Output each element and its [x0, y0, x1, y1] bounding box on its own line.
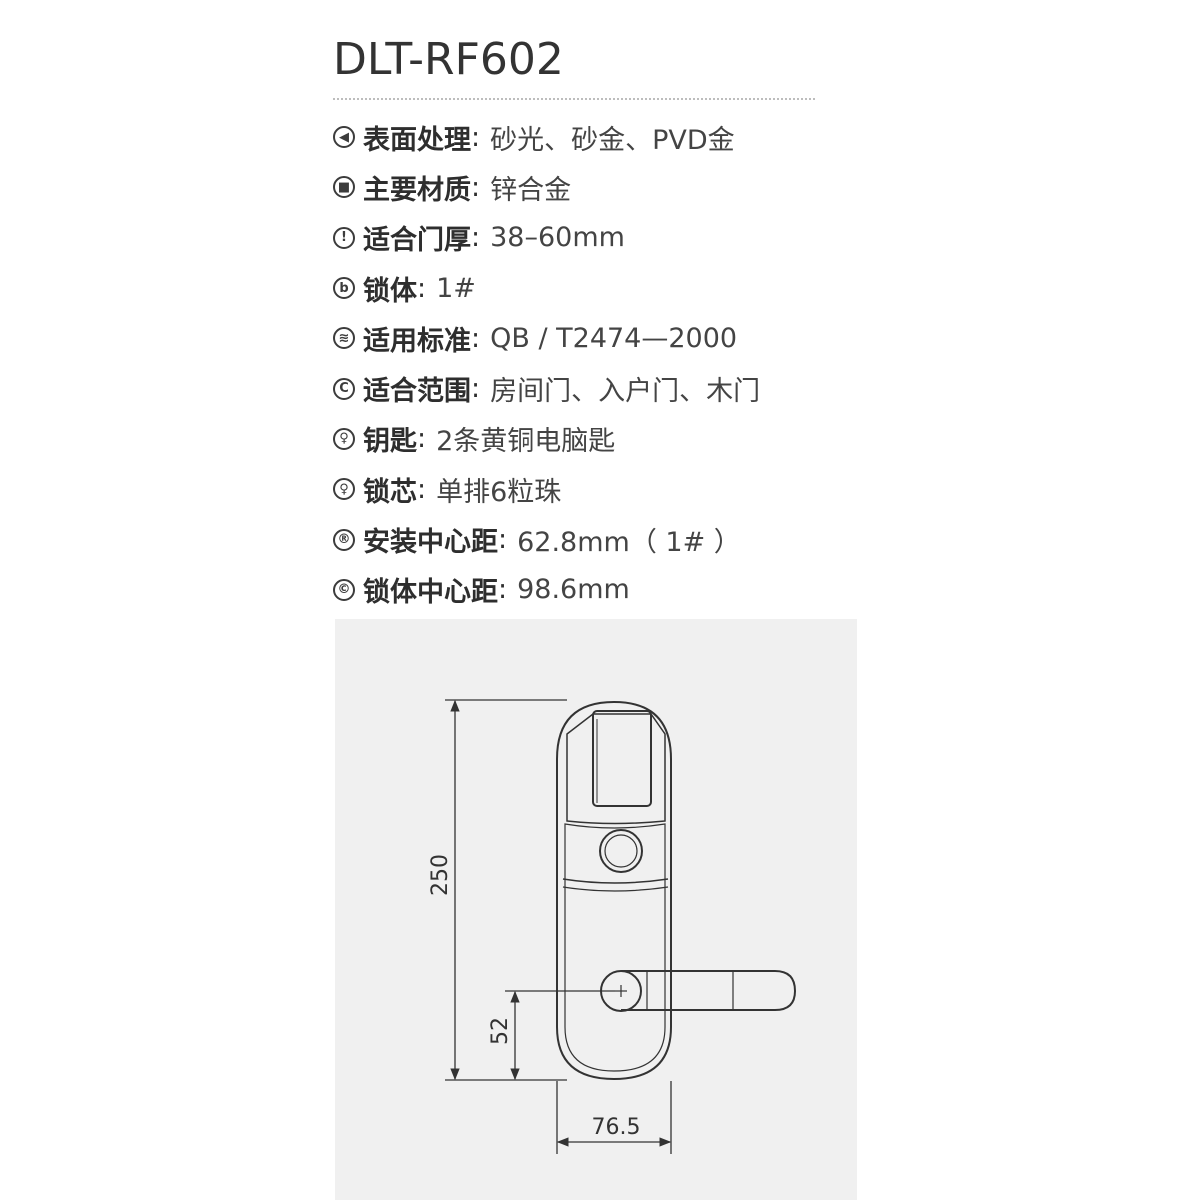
install-center-icon: ® [333, 528, 355, 551]
spec-label: 锁芯 [363, 476, 417, 508]
dimension-lines [445, 699, 672, 1154]
spec-value: 38–60mm [490, 222, 625, 254]
spec-row-surface-treatment: ◀ 表面处理: 砂光、砂金、PVD金 [333, 112, 893, 162]
spec-label: 适用标准 [363, 325, 471, 357]
handle-height-dimension-label: 52 [488, 1017, 513, 1045]
spec-value: QB / T2474—2000 [490, 322, 738, 354]
spec-label: 表面处理 [363, 124, 471, 156]
spec-colon: : [471, 171, 481, 203]
spec-label: 锁体中心距 [363, 577, 498, 609]
spec-colon: : [498, 524, 508, 556]
spec-label: 主要材质 [363, 174, 471, 206]
spec-row-material: ■ 主要材质: 锌合金 [333, 162, 893, 212]
spec-row-lock-body: b 锁体: 1# [333, 263, 893, 313]
cylinder-icon: ♀ [333, 478, 355, 501]
lock-plate [556, 700, 797, 1081]
spec-value: 锌合金 [490, 174, 572, 206]
spec-value: 1# [436, 272, 476, 304]
lock-center-icon: © [333, 578, 355, 601]
product-model-title: DLT-RF602 [333, 34, 564, 85]
spec-colon: : [471, 373, 481, 405]
key-icon: ♀ [333, 427, 355, 450]
spec-value: 2条黄铜电脑匙 [436, 426, 616, 458]
spec-value: 砂光、砂金、PVD金 [490, 124, 735, 156]
spec-colon: : [471, 322, 481, 354]
scope-icon: C [333, 377, 355, 400]
spec-colon: : [417, 272, 427, 304]
spec-colon: : [471, 222, 481, 254]
spec-colon: : [417, 473, 427, 505]
door-thickness-icon: ! [333, 226, 355, 249]
spec-row-standard: ≋ 适用标准: QB / T2474—2000 [333, 313, 893, 363]
spec-row-lock-center: © 锁体中心距: 98.6mm [333, 565, 893, 615]
standard-icon: ≋ [333, 327, 355, 350]
material-icon: ■ [333, 176, 355, 199]
spec-label: 钥匙 [363, 426, 417, 458]
height-dimension-label: 250 [428, 854, 453, 896]
lock-dimension-drawing: 250 52 76.5 [335, 619, 857, 1200]
spec-value: 98.6mm [517, 574, 630, 606]
title-divider [333, 98, 815, 100]
spec-label: 锁体 [363, 275, 417, 307]
spec-value: 62.8mm（ 1# ） [517, 527, 741, 559]
spec-row-key: ♀ 钥匙: 2条黄铜电脑匙 [333, 414, 893, 464]
spec-value: 单排6粒珠 [436, 476, 562, 508]
spec-row-scope: C 适合范围: 房间门、入户门、木门 [333, 363, 893, 413]
spec-row-cylinder: ♀ 锁芯: 单排6粒珠 [333, 464, 893, 514]
spec-colon: : [498, 574, 508, 606]
surface-treatment-icon: ◀ [333, 126, 355, 149]
spec-colon: : [417, 423, 427, 455]
spec-list: ◀ 表面处理: 砂光、砂金、PVD金 ■ 主要材质: 锌合金 ! 适合门厚: 3… [333, 112, 893, 615]
width-dimension-label: 76.5 [592, 1115, 641, 1140]
spec-row-door-thickness: ! 适合门厚: 38–60mm [333, 213, 893, 263]
lock-body-icon: b [333, 277, 355, 300]
spec-label: 安装中心距 [363, 527, 498, 559]
spec-row-install-center: ® 安装中心距: 62.8mm（ 1# ） [333, 514, 893, 564]
spec-label: 适合范围 [363, 376, 471, 408]
spec-colon: : [471, 121, 481, 153]
spec-label: 适合门厚 [363, 225, 471, 257]
spec-value: 房间门、入户门、木门 [490, 376, 761, 408]
lock-drawing-svg: 250 52 76.5 [428, 699, 797, 1154]
